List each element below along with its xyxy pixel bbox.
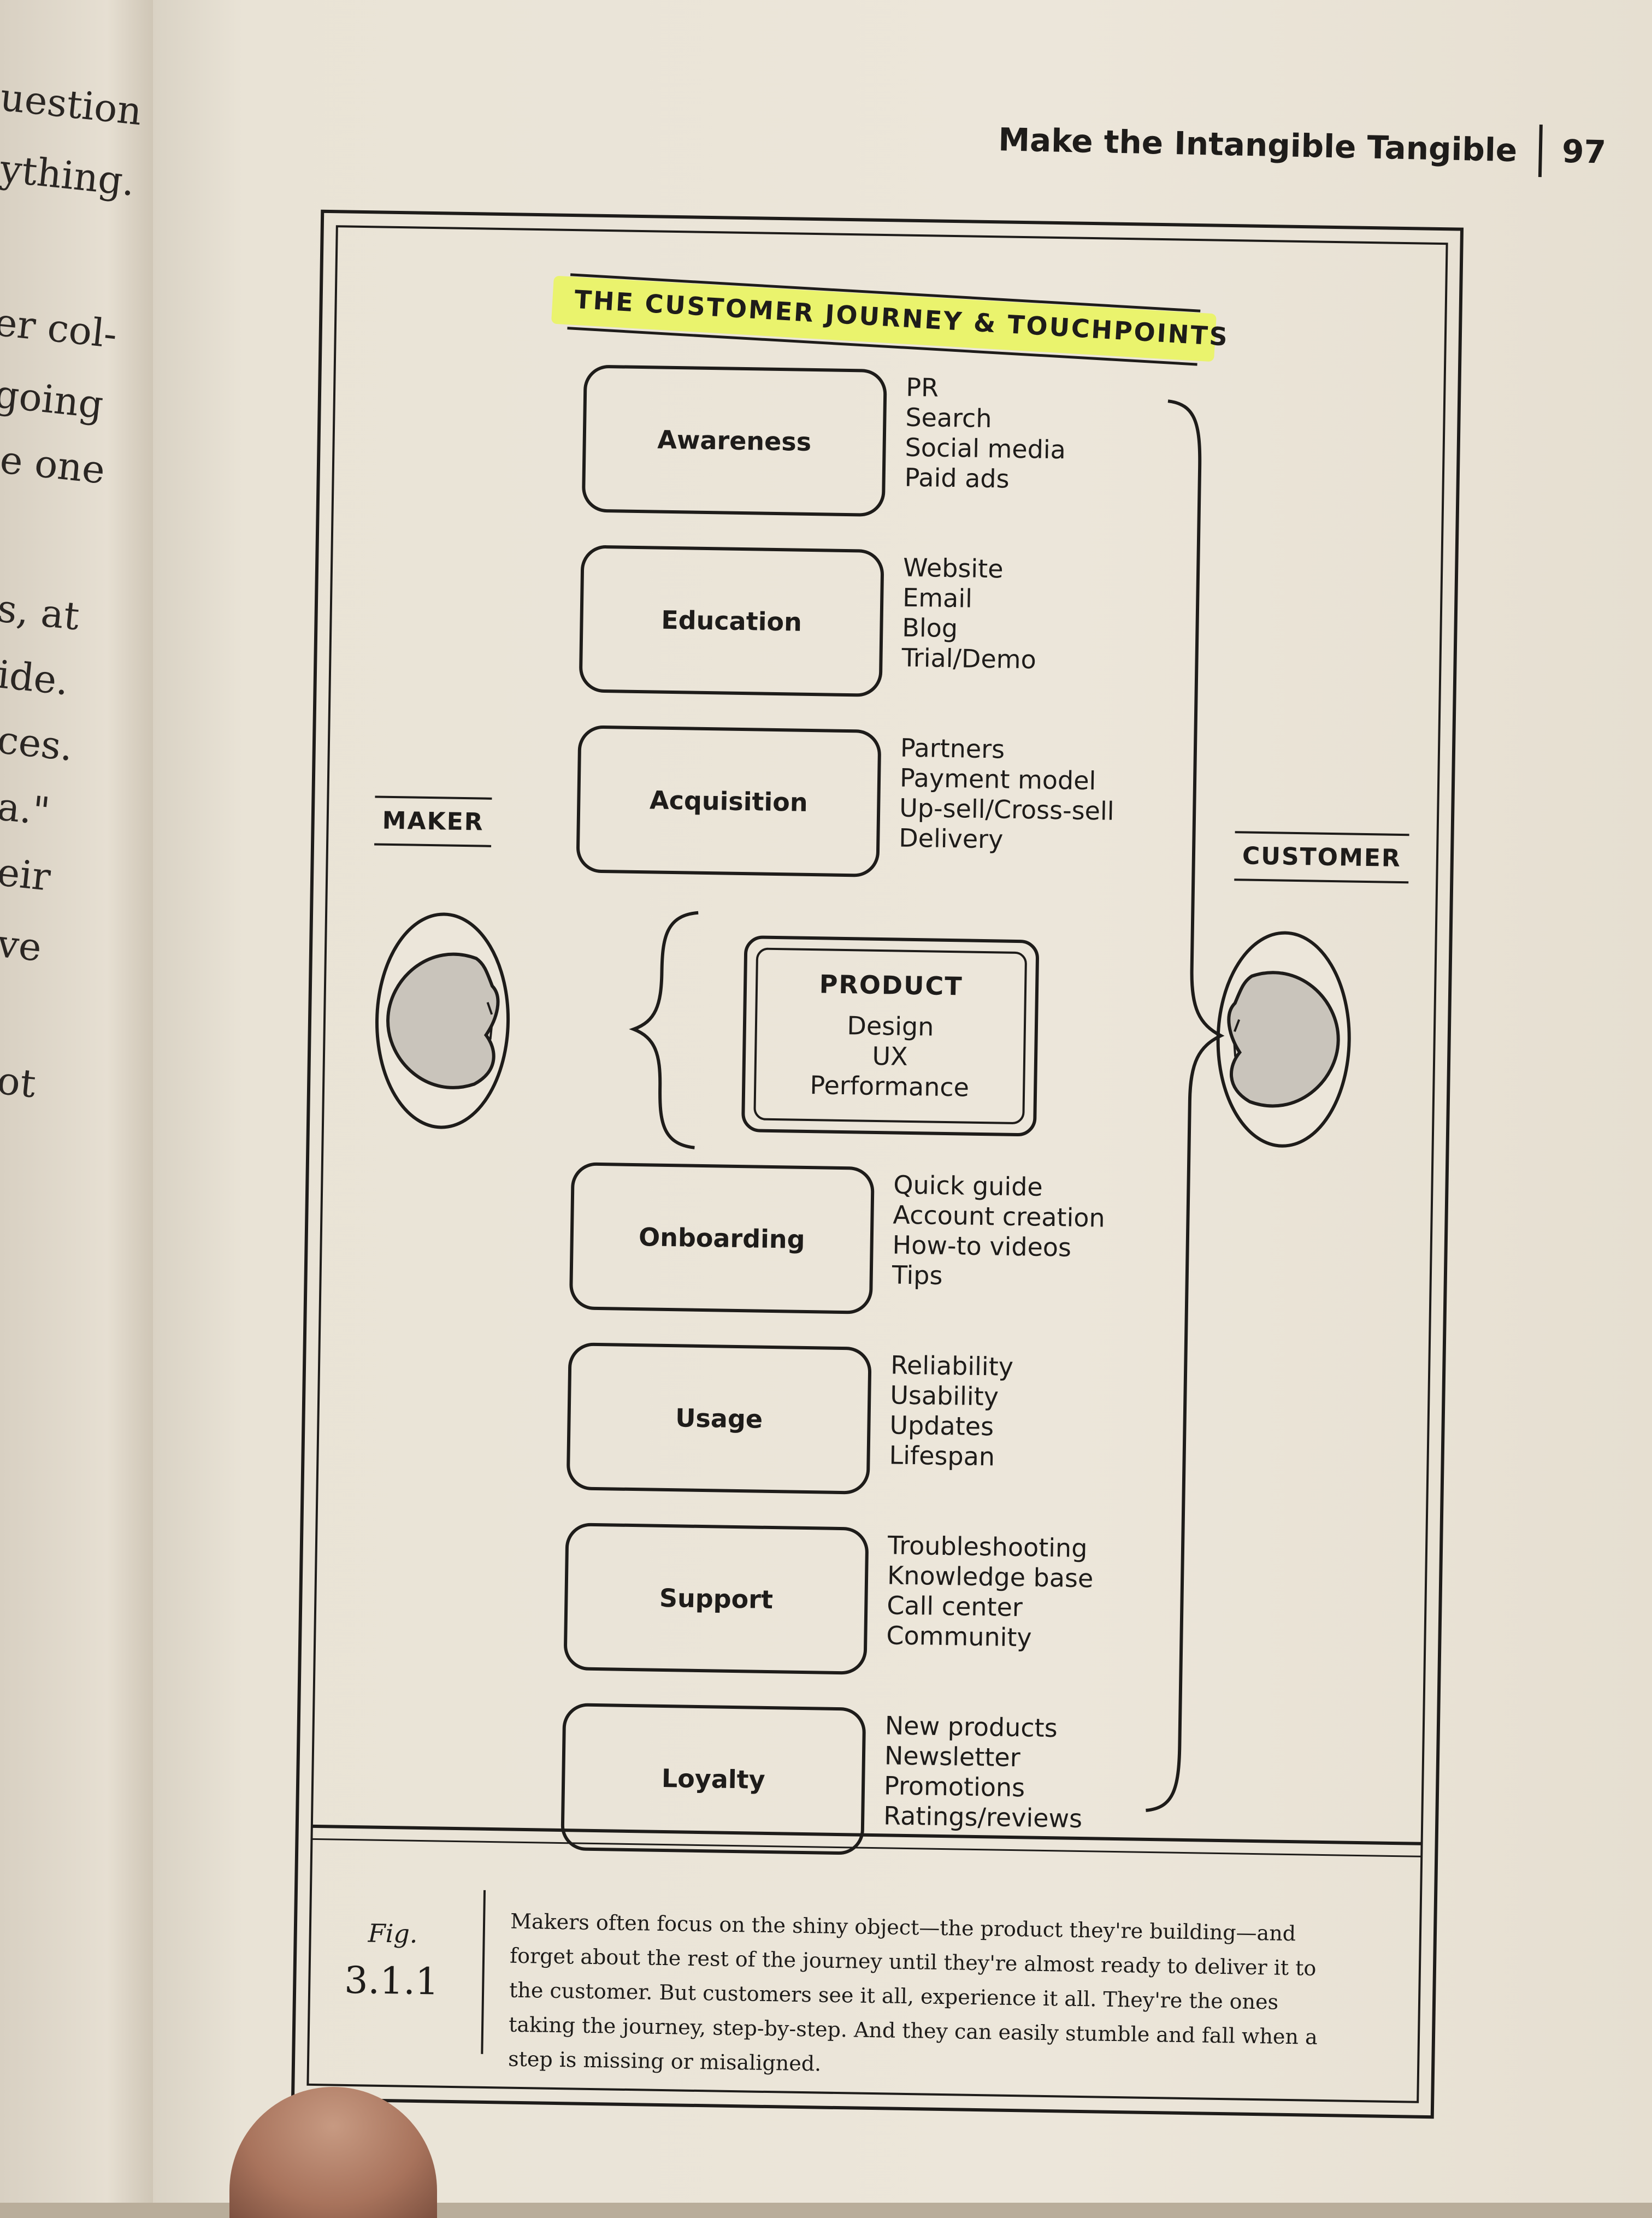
diagram-graphics (375, 399, 1351, 1812)
figure-label: Fig. (368, 1918, 418, 1949)
left-page-fragment: eir (0, 850, 53, 900)
left-page-fragment: going (0, 371, 105, 428)
left-page-fragment: a." (0, 784, 52, 834)
left-page-fragment: uestion (0, 74, 144, 134)
left-page-fragment: ces. (0, 717, 75, 770)
left-page-fragment: ve (0, 921, 44, 971)
maker-head-icon (375, 912, 510, 1129)
left-page-fragment: ything. (0, 146, 137, 205)
running-head-title: Make the Intangible Tangible (998, 121, 1518, 169)
journey-right-brace (1146, 399, 1225, 1812)
running-head-divider (1538, 125, 1543, 178)
left-page-fragment: e one (0, 437, 108, 493)
figure-frame: THE CUSTOMER JOURNEY & TOUCHPOINTS Aware… (291, 209, 1464, 2119)
facing-page-edge: uestion ything. er col- going e one s, a… (0, 0, 153, 2203)
customer-head-icon (1216, 931, 1351, 1148)
left-page-fragment: s, at (0, 586, 82, 639)
figure-caption: Makers often focus on the shiny object—t… (508, 1909, 1318, 2076)
left-page-fragment: er col- (0, 299, 120, 357)
page-number: 97 (1561, 132, 1607, 171)
product-left-brace (629, 911, 699, 1149)
running-head: Make the Intangible Tangible 97 (895, 104, 1607, 185)
left-page-fragment: ot (0, 1058, 38, 1107)
left-page-fragment: ide. (0, 652, 71, 704)
figure-number: 3.1.1 (344, 1959, 440, 2004)
